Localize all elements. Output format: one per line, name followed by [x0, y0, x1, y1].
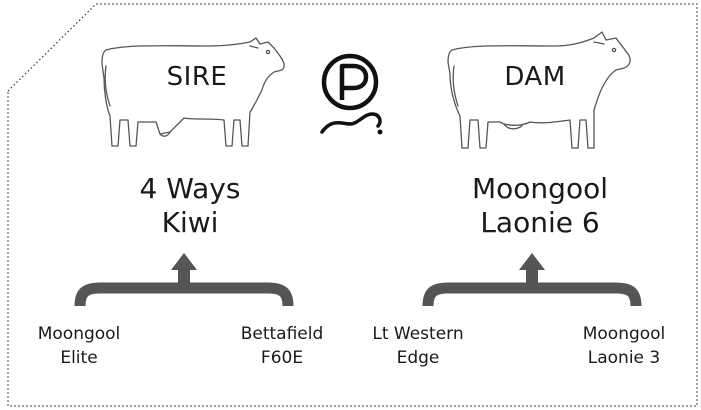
dam-parent-right-line1: Moongool [582, 324, 666, 344]
sire-parent-right-line1: Bettafield [240, 324, 324, 344]
dam-name: Moongool Laonie 6 [440, 172, 640, 240]
sire-name: 4 Ways Kiwi [100, 172, 280, 240]
dam-parent-left-line2: Edge [396, 348, 440, 368]
sire-parent-right-line2: F60E [260, 348, 304, 368]
dam-name-line1: Moongool [472, 172, 608, 205]
dam-cow-icon [447, 31, 631, 149]
dam-parent-left-line1: Lt Western [372, 324, 464, 344]
sire-name-line2: Kiwi [161, 206, 219, 239]
sire-parent-left: Moongool Elite [24, 322, 134, 370]
sire-parent-left-line1: Moongool [37, 324, 121, 344]
sire-parent-left-line2: Elite [60, 348, 98, 368]
dam-label: DAM [504, 62, 566, 92]
sire-cow-icon [101, 37, 285, 147]
sire-parent-right: Bettafield F60E [222, 322, 342, 370]
sire-label: SIRE [166, 62, 228, 92]
dam-parent-right: Moongool Laonie 3 [564, 322, 684, 370]
dam-brace-arrow [422, 253, 642, 307]
sire-name-line1: 4 Ways [139, 172, 241, 205]
dam-name-line2: Laonie 6 [480, 206, 600, 239]
sire-brace-arrow [74, 253, 294, 307]
polled-p-icon [320, 53, 383, 135]
dam-parent-right-line2: Laonie 3 [587, 348, 661, 368]
dam-parent-left: Lt Western Edge [358, 322, 478, 370]
